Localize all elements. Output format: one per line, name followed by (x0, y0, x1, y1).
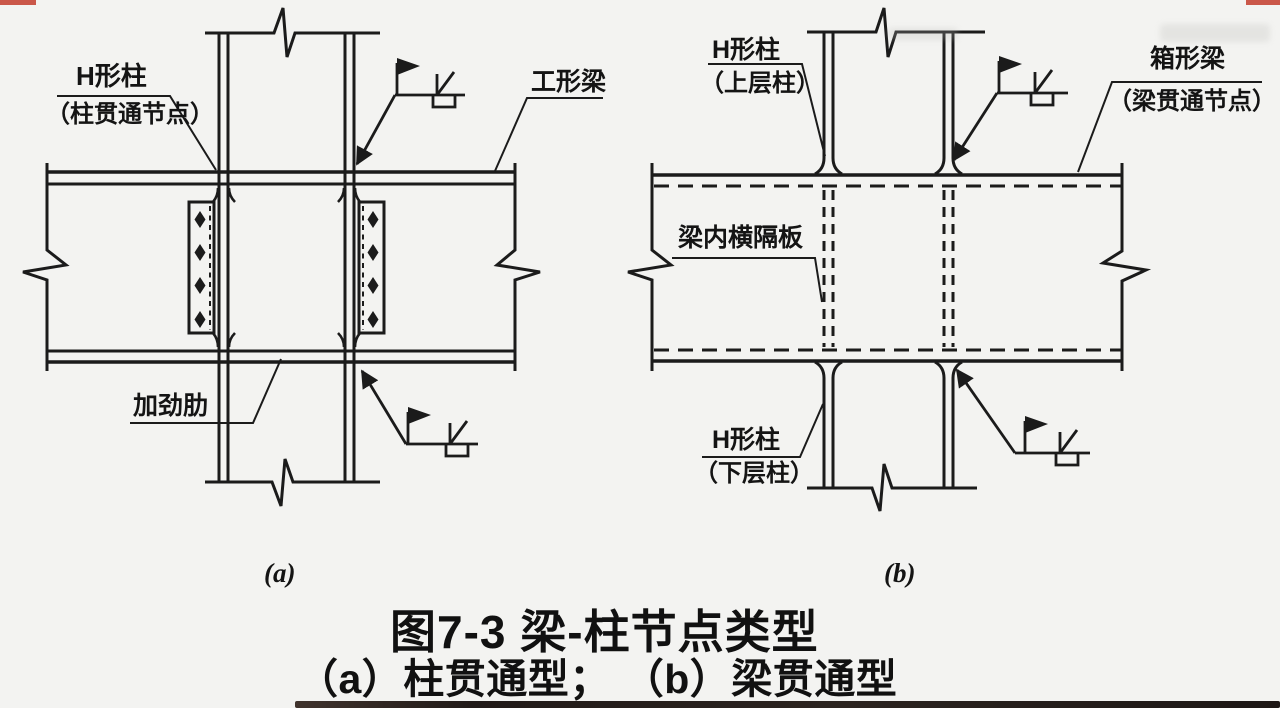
box-beam (627, 163, 1152, 371)
panel-a-tag: (a) (264, 558, 296, 588)
beam-b-right-break (1098, 163, 1152, 371)
label-upper-column: H形柱 (712, 36, 781, 64)
leader-diaphragm (672, 257, 823, 303)
label-i-beam: 工形梁 (531, 68, 607, 96)
leader-h-column-a (57, 95, 217, 171)
beam-a-flanges (47, 170, 515, 364)
label-upper-column-note: （上层柱） (700, 70, 820, 97)
leader-box-beam (1077, 81, 1262, 173)
panel-a-drawing (22, 7, 603, 507)
column-b-top-break-line (807, 7, 985, 58)
scan-ghost-smudge (1160, 24, 1270, 42)
lower-column-flanges (814, 360, 963, 488)
label-stiffener: 加劲肋 (133, 392, 209, 420)
field-weld-symbol (360, 369, 478, 458)
label-h-column-a-note: （柱贯通节点） (46, 101, 214, 128)
scan-bottom-smudge (295, 701, 1280, 708)
leader-i-beam (494, 97, 603, 172)
panel-b-tag: (b) (884, 558, 916, 588)
column-b-bottom-break-line (807, 463, 977, 512)
column-a-bottom-break-line (205, 458, 380, 507)
scan-ghost-smudge (888, 28, 958, 40)
label-diaphragm: 梁内横隔板 (678, 224, 804, 252)
beam-a-right-break (493, 163, 541, 371)
field-weld-symbol (955, 368, 1090, 467)
beam-diaphragm-lines (822, 190, 955, 347)
scan-edge-mark-right (1246, 0, 1280, 5)
scan-edge-mark-left (0, 0, 36, 5)
leader-upper-column (708, 63, 826, 157)
panel-b-drawing (627, 7, 1262, 512)
field-weld-symbol (355, 58, 465, 166)
upper-column-flanges (814, 32, 963, 176)
beam-a-left-break (22, 163, 70, 371)
figure-caption-subtitle: （a）柱贯通型； （b）梁贯通型 (297, 656, 898, 702)
leader-lower-column (702, 403, 824, 458)
field-weld-symbol (952, 56, 1068, 162)
leader-stiffener (130, 358, 282, 424)
label-box-beam: 箱形梁 (1150, 45, 1226, 73)
bolt-symbols (194, 211, 379, 328)
column-a-flanges (217, 33, 356, 482)
label-h-column-a: H形柱 (76, 61, 147, 91)
beam-b-left-break (627, 163, 675, 371)
weld-flares-a (211, 187, 362, 348)
label-lower-column-note: （下层柱） (694, 460, 814, 487)
column-a-top-break-line (205, 7, 380, 58)
label-lower-column: H形柱 (712, 426, 781, 454)
label-box-beam-note: （梁贯通节点） (1108, 88, 1276, 115)
figure-caption-title: 图7-3 梁-柱节点类型 (390, 606, 819, 658)
splice-plate-left (187, 200, 216, 335)
splice-plate-right (357, 200, 386, 335)
